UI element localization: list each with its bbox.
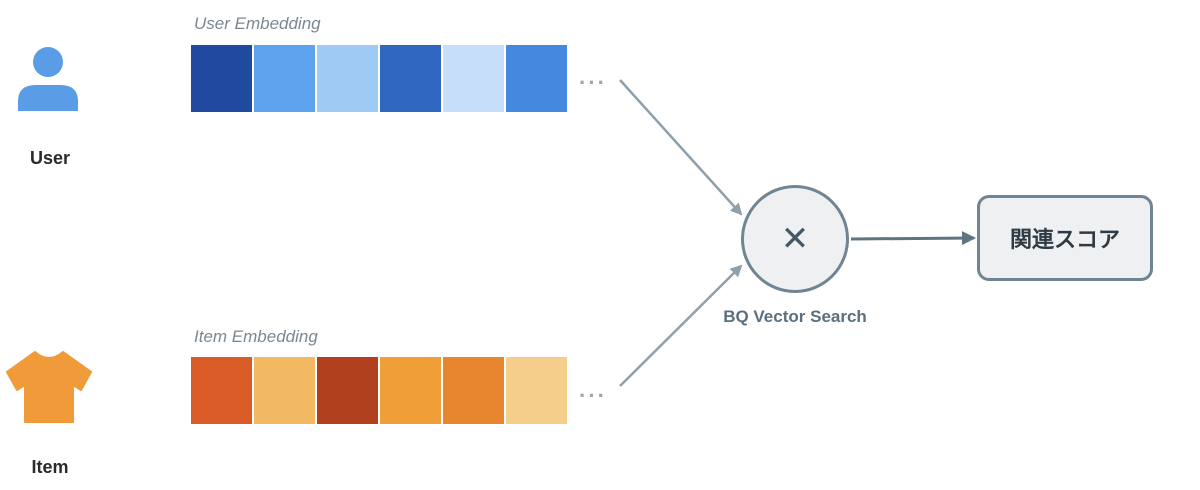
user-embedding-cell bbox=[254, 45, 315, 112]
user-embedding-cell bbox=[443, 45, 504, 112]
relevance-score-box: 関連スコア bbox=[977, 195, 1153, 281]
search-to-result-arrow bbox=[850, 231, 976, 246]
user-embedding-cell bbox=[191, 45, 252, 112]
relevance-score-label: 関連スコア bbox=[1009, 228, 1120, 253]
vector-search-node: ✕ bbox=[741, 185, 849, 293]
item-embedding-vector bbox=[191, 357, 569, 424]
vector-search-caption: BQ Vector Search bbox=[723, 307, 867, 326]
item-embedding-cell bbox=[443, 357, 504, 424]
item-embedding-ellipsis: ··· bbox=[579, 383, 607, 408]
item-embedding-cell bbox=[191, 357, 252, 424]
multiply-icon: ✕ bbox=[780, 220, 810, 258]
user-to-search-arrow bbox=[619, 79, 743, 216]
user-embedding-cell bbox=[317, 45, 378, 112]
item-embedding-title: Item Embedding bbox=[194, 327, 318, 346]
user-embedding-cell bbox=[506, 45, 567, 112]
item-embedding-cell bbox=[317, 357, 378, 424]
item-embedding-cell bbox=[254, 357, 315, 424]
user-embedding-cell bbox=[380, 45, 441, 112]
tshirt-icon bbox=[5, 350, 93, 424]
item-embedding-cell bbox=[380, 357, 441, 424]
user-embedding-ellipsis: ··· bbox=[579, 70, 607, 95]
person-icon bbox=[16, 45, 80, 111]
user-embedding-title: User Embedding bbox=[194, 14, 321, 33]
item-label: Item bbox=[31, 457, 69, 477]
user-label: User bbox=[29, 148, 71, 168]
item-embedding-cell bbox=[506, 357, 567, 424]
user-embedding-vector bbox=[191, 45, 569, 112]
item-to-search-arrow bbox=[619, 264, 743, 387]
